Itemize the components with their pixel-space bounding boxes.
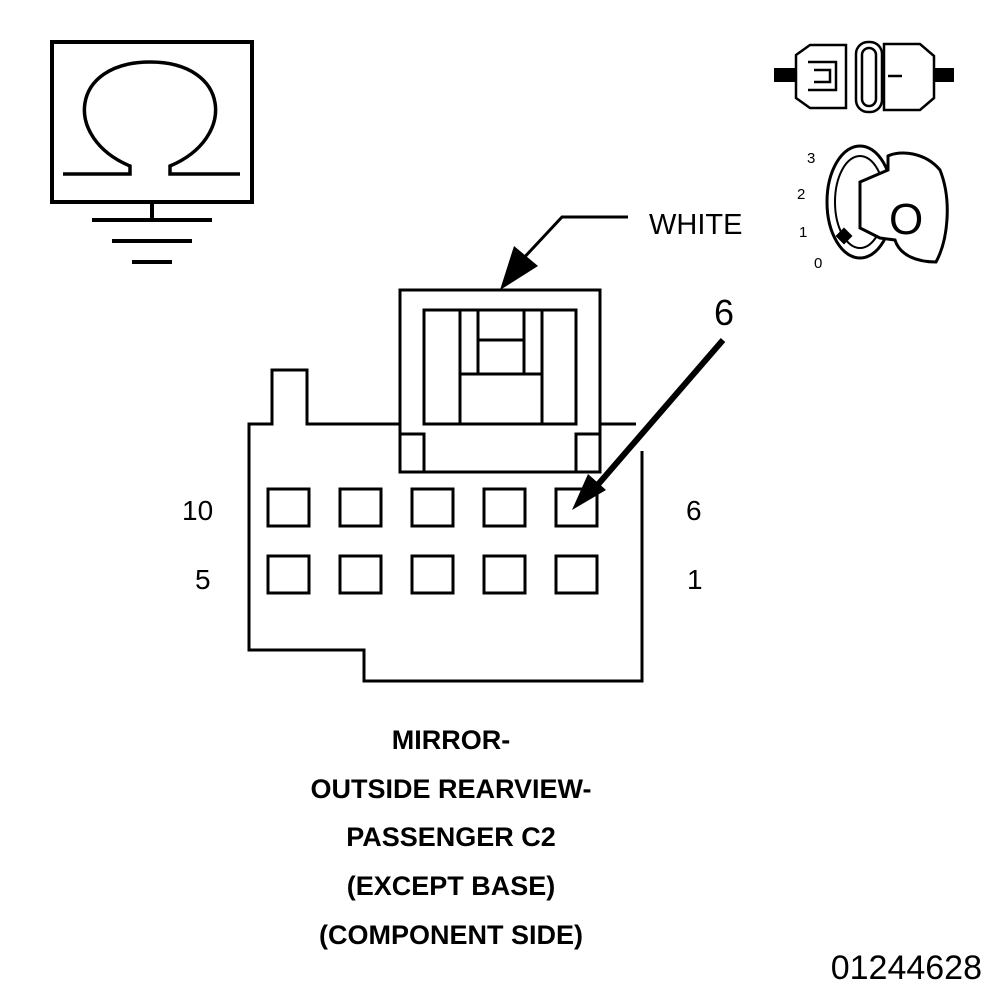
row-label-top-left: 10 — [182, 495, 213, 526]
pin-callout-label: 6 — [714, 292, 734, 333]
color-callout-label: WHITE — [649, 209, 742, 241]
ignition-position-2: 2 — [797, 186, 805, 203]
row-label-top-right: 6 — [686, 495, 702, 526]
pin-callout: 6 — [572, 292, 734, 510]
cavity-9 — [338, 487, 383, 528]
cavity-7 — [482, 487, 527, 528]
ignition-key-letter: O — [889, 195, 923, 244]
cavity-10 — [266, 487, 311, 528]
title-line-4: (EXCEPT BASE) — [347, 871, 556, 901]
cavity-4 — [338, 554, 383, 595]
title-line-1: MIRROR- — [392, 725, 510, 755]
cavity-2 — [482, 554, 527, 595]
connector-title: MIRROR- OUTSIDE REARVIEW- PASSENGER C2 (… — [311, 725, 592, 950]
figure-number: 01244628 — [831, 949, 982, 987]
connector-icon — [774, 40, 954, 114]
pin-cavities — [266, 487, 599, 595]
color-callout: WHITE — [500, 209, 742, 290]
ignition-position-0: 0 — [814, 255, 822, 272]
cavity-5 — [266, 554, 311, 595]
cavity-1 — [554, 554, 599, 595]
row-label-bottom-left: 5 — [195, 564, 211, 595]
ignition-position-3: 3 — [807, 150, 815, 167]
cavity-8 — [410, 487, 455, 528]
cavity-3 — [410, 554, 455, 595]
connector-housing — [247, 288, 644, 683]
ignition-position-1: 1 — [799, 224, 807, 241]
cavity-6 — [554, 487, 599, 528]
row-label-bottom-right: 1 — [687, 564, 703, 595]
title-line-5: (COMPONENT SIDE) — [319, 920, 583, 950]
title-line-3: PASSENGER C2 — [346, 822, 556, 852]
ignition-key-icon: 3 2 1 0 O — [797, 144, 949, 272]
title-line-2: OUTSIDE REARVIEW- — [311, 774, 592, 804]
ohm-ground-icon — [50, 40, 254, 264]
